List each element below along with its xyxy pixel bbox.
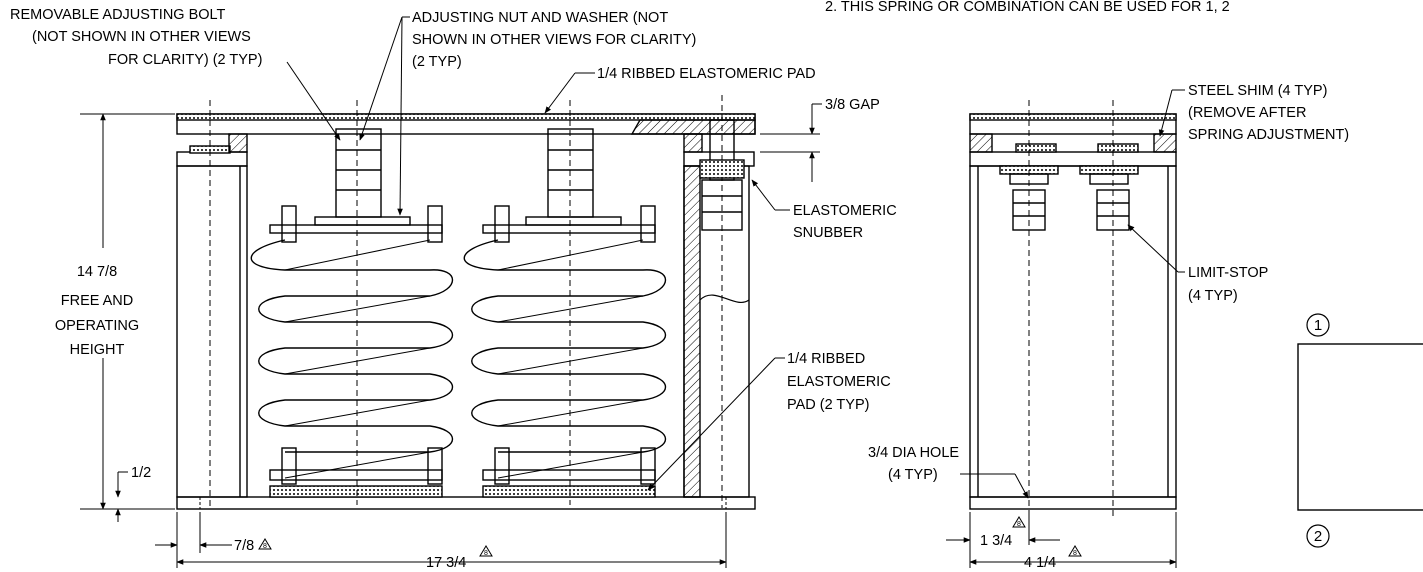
left-housing: [176, 165, 248, 498]
front-view-annotations: [80, 16, 822, 568]
dim-height-4: HEIGHT: [70, 342, 125, 358]
callout-1: 1: [1314, 317, 1322, 334]
label-ribbed-pad-bottom-3: PAD (2 TYP): [787, 397, 869, 413]
revision-mark-2: 8: [484, 550, 488, 557]
spring-left: [250, 100, 454, 505]
revision-mark-3: 8: [1017, 521, 1021, 528]
label-removable-bolt-2: (NOT SHOWN IN OTHER VIEWS: [32, 29, 251, 45]
label-steel-shim-1: STEEL SHIM (4 TYP): [1188, 83, 1327, 99]
front-view: [176, 95, 756, 510]
dim-height-3: OPERATING: [55, 318, 139, 334]
dim-edge-offset: 7/8: [234, 538, 254, 554]
label-steel-shim-3: SPRING ADJUSTMENT): [1188, 127, 1349, 143]
dim-side-width: 4 1/4: [1024, 555, 1056, 571]
callout-2: 2: [1314, 528, 1322, 545]
label-limit-stop-2: (4 TYP): [1188, 288, 1238, 304]
top-ribbed-pad: [176, 113, 756, 121]
dim-overall-length: 17 3/4: [426, 555, 466, 571]
detail-box: [1297, 313, 1423, 548]
label-gap: 3/8 GAP: [825, 97, 880, 113]
label-steel-shim-2: (REMOVE AFTER: [1188, 105, 1306, 121]
label-removable-bolt-3: FOR CLARITY) (2 TYP): [108, 52, 262, 68]
label-dia-hole-2: (4 TYP): [888, 467, 938, 483]
label-ribbed-pad-bottom-2: ELASTOMERIC: [787, 374, 891, 390]
label-limit-stop-1: LIMIT-STOP: [1188, 265, 1268, 281]
side-view-annotations: [946, 89, 1185, 568]
label-adjusting-nut-1: ADJUSTING NUT AND WASHER (NOT: [412, 10, 668, 26]
label-ribbed-pad-top: 1/4 RIBBED ELASTOMERIC PAD: [597, 66, 816, 82]
side-view: [969, 100, 1177, 520]
revision-marks: [258, 516, 1082, 557]
label-dia-hole-1: 3/4 DIA HOLE: [868, 445, 959, 461]
label-ribbed-pad-bottom-1: 1/4 RIBBED: [787, 351, 865, 367]
label-snubber-1: ELASTOMERIC: [793, 203, 897, 219]
text-labels: 2. THIS SPRING OR COMBINATION CAN BE USE…: [10, 0, 1349, 571]
header-note: 2. THIS SPRING OR COMBINATION CAN BE USE…: [825, 0, 1230, 15]
label-removable-bolt-1: REMOVABLE ADJUSTING BOLT: [10, 7, 226, 23]
revision-mark-4: 8: [1073, 550, 1077, 557]
label-adjusting-nut-3: (2 TYP): [412, 54, 462, 70]
dim-base-thickness: 1/2: [131, 465, 151, 481]
dim-height-1: 14 7/8: [77, 264, 117, 280]
dim-height-2: FREE AND: [61, 293, 134, 309]
top-plate-hatch: [630, 119, 756, 135]
revision-mark-1: 8: [263, 543, 267, 550]
label-adjusting-nut-2: SHOWN IN OTHER VIEWS FOR CLARITY): [412, 32, 696, 48]
base-plate: [176, 496, 756, 510]
dim-side-offset: 1 3/4: [980, 533, 1012, 549]
label-snubber-2: SNUBBER: [793, 225, 863, 241]
spring-right: [463, 100, 667, 505]
